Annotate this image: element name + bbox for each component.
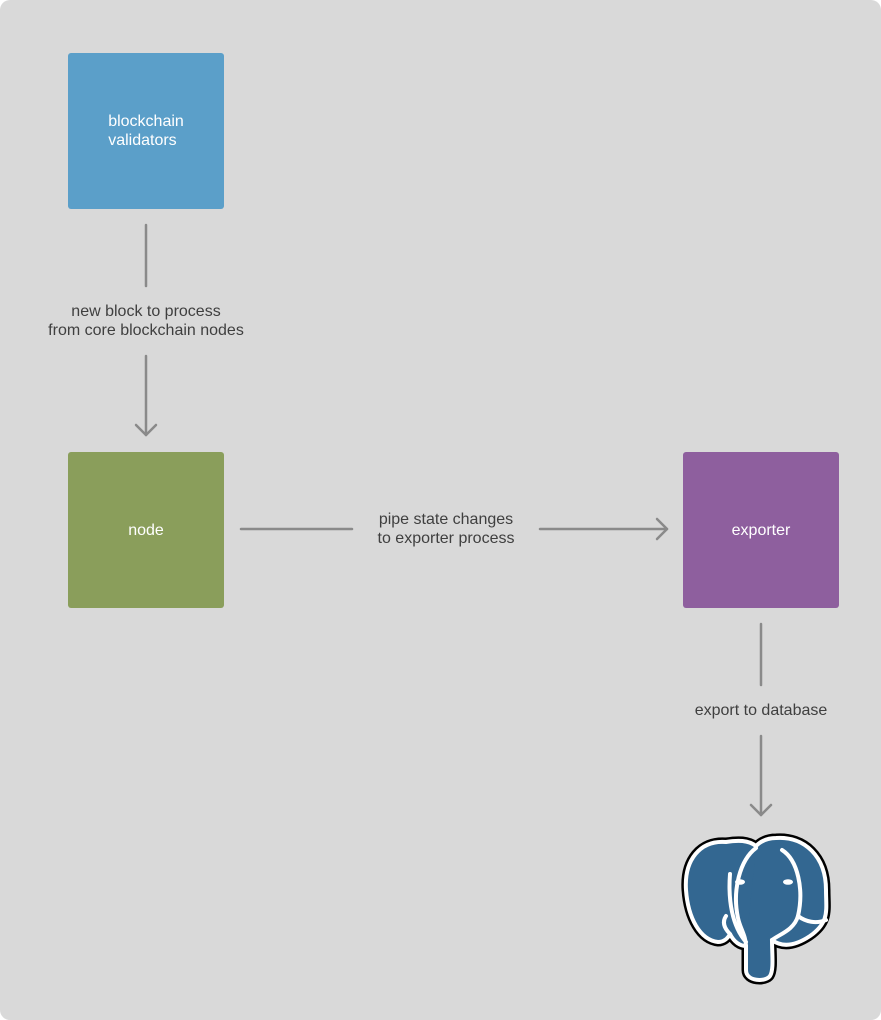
validators-label: blockchain validators — [108, 113, 184, 149]
node-node: node — [68, 452, 224, 608]
arrowhead-down-icon — [134, 423, 158, 437]
edge-label-node-to-exporter: pipe state changes to exporter process — [377, 511, 515, 547]
node-label: node — [128, 521, 164, 539]
arrowhead-right-icon — [655, 517, 669, 541]
edge-label-validators-to-node: new block to process from core blockchai… — [48, 303, 244, 339]
postgresql-elephant-icon — [681, 833, 831, 985]
edge-label-exporter-to-database: export to database — [694, 702, 828, 719]
arrowhead-down-icon — [749, 803, 773, 817]
exporter-label: exporter — [731, 521, 791, 539]
validators-node: blockchain validators — [68, 53, 224, 209]
exporter-node: exporter — [683, 452, 839, 608]
